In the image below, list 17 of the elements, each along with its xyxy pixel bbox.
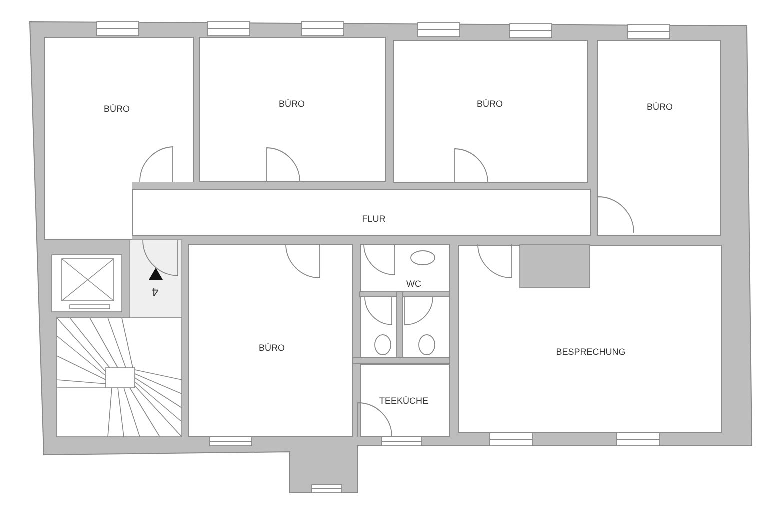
room bbox=[132, 189, 591, 236]
room-label: BÜRO bbox=[647, 102, 673, 112]
room bbox=[393, 40, 588, 183]
room bbox=[597, 40, 721, 236]
room-label: BESPRECHUNG bbox=[556, 347, 626, 357]
room-label: WC bbox=[406, 279, 422, 289]
room-label: BÜRO bbox=[279, 99, 305, 109]
room bbox=[360, 364, 450, 437]
room bbox=[458, 245, 722, 433]
room-label: BÜRO bbox=[104, 104, 130, 114]
room bbox=[188, 244, 353, 437]
room-label: BÜRO bbox=[477, 99, 503, 109]
room-label: TEEKÜCHE bbox=[380, 396, 428, 406]
room-label: FLUR bbox=[362, 214, 386, 224]
room-label: BÜRO bbox=[259, 343, 285, 353]
floor-number: 4 bbox=[152, 285, 159, 299]
room bbox=[199, 37, 386, 182]
